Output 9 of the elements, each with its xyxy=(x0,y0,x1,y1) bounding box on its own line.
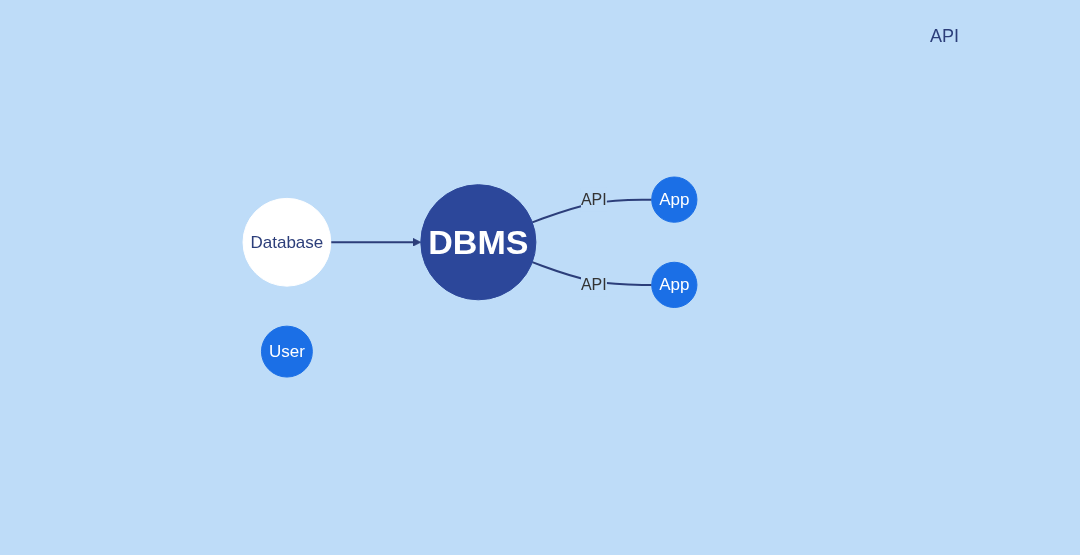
node-circle: App xyxy=(651,262,698,309)
api-label: API xyxy=(930,26,959,47)
edge-label: API xyxy=(580,191,607,209)
edge-label: API xyxy=(580,276,607,294)
node-circle: App xyxy=(651,176,698,224)
node-circle: User xyxy=(260,326,313,378)
node-circle: Database xyxy=(242,198,332,288)
arrow xyxy=(329,238,422,248)
node-circle: DBMS xyxy=(420,184,537,301)
